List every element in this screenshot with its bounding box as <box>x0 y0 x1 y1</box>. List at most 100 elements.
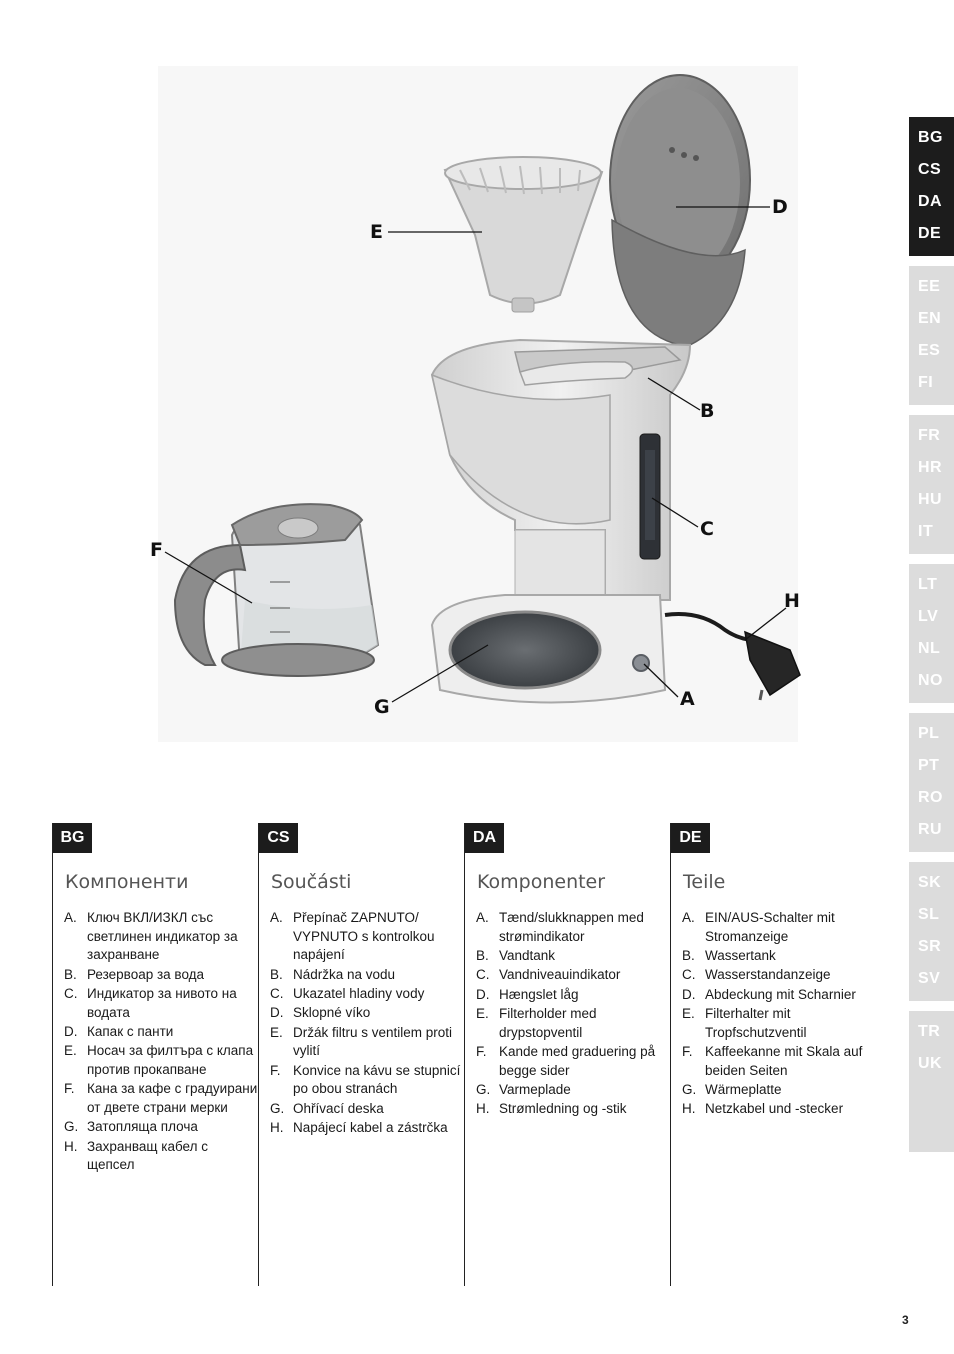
lang-tab-nl[interactable]: NL <box>918 640 941 657</box>
callout-f: F <box>150 539 163 561</box>
lang-tab-sl[interactable]: SL <box>918 906 940 923</box>
list-item: F. Kande med graduering på begge sider <box>476 1043 671 1080</box>
item-letter: G. <box>64 1119 79 1135</box>
item-text: Sklopné víko <box>293 1005 371 1021</box>
item-text: Hængslet låg <box>499 986 579 1002</box>
item-letter: B. <box>476 948 489 963</box>
hinged-lid <box>609 74 751 346</box>
item-letter: B. <box>682 948 695 963</box>
list-item: B. Wassertank <box>682 947 877 966</box>
list-item: E.Носач за филтъра с клапа против прокап… <box>64 1042 259 1079</box>
section-lang-badge: BG <box>53 823 92 853</box>
component-list: A.Ключ ВКЛ/ИЗКЛ със светлинен индикатор … <box>64 909 259 1176</box>
item-text: Kaffeekanne mit Skala auf beiden Seiten <box>705 1043 863 1078</box>
list-item: A.Ключ ВКЛ/ИЗКЛ със светлинен индикатор … <box>64 909 259 965</box>
list-item: D. Sklopné víko <box>270 1004 465 1023</box>
item-text: Ohřívací deska <box>293 1100 384 1116</box>
item-letter: D. <box>270 1005 284 1021</box>
lang-tab-uk[interactable]: UK <box>918 1055 943 1072</box>
page-number: 3 <box>902 1313 909 1327</box>
item-text: Konvice na kávu se stupnicí po obou stra… <box>293 1062 461 1097</box>
item-text: Ключ ВКЛ/ИЗКЛ със светлинен индикатор за… <box>87 910 238 963</box>
section-title: Teile <box>683 871 726 893</box>
lang-group-5: PL PT RO RU <box>909 713 954 852</box>
list-item: E.Držák filtru s ventilem proti vylití <box>270 1024 465 1061</box>
list-item: D.Abdeckung mit Scharnier <box>682 986 877 1005</box>
item-letter: H. <box>270 1119 284 1135</box>
section-title: Součásti <box>271 871 352 893</box>
lang-tab-fr[interactable]: FR <box>918 427 941 444</box>
item-letter: A. <box>682 910 695 925</box>
lang-tab-cs[interactable]: CS <box>918 161 942 178</box>
list-item: D.Капак с панти <box>64 1023 259 1042</box>
lang-tab-es[interactable]: ES <box>918 342 941 359</box>
lang-tab-sv[interactable]: SV <box>918 970 941 987</box>
callout-h: H <box>784 590 800 612</box>
callout-c: C <box>700 518 714 540</box>
item-letter: E. <box>476 1005 489 1021</box>
item-text: Wassertank <box>705 948 776 963</box>
section-title: Komponenter <box>477 871 606 893</box>
item-text: Kande med graduering på begge sider <box>499 1043 656 1078</box>
section-de: DE Teile A.EIN/AUS-Schalter mit Stromanz… <box>670 823 876 1286</box>
lang-tab-it[interactable]: IT <box>918 523 934 540</box>
item-letter: F. <box>682 1043 693 1059</box>
list-item: B.Резервоар за вода <box>64 966 259 985</box>
item-letter: F. <box>64 1081 75 1097</box>
item-letter: B. <box>270 966 283 982</box>
lang-tab-fi[interactable]: FI <box>918 374 934 391</box>
item-letter: G. <box>682 1081 697 1097</box>
lang-group-1: BG CS DA DE <box>909 117 954 256</box>
item-text: Filterhalter mit Tropfschutzventil <box>705 1005 807 1040</box>
item-text: EIN/AUS-Schalter mit Stromanzeige <box>705 910 835 944</box>
lang-tab-sr[interactable]: SR <box>918 938 942 955</box>
list-item: F.Konvice na kávu se stupnicí po obou st… <box>270 1062 465 1099</box>
list-item: H.Netzkabel und -stecker <box>682 1100 877 1119</box>
list-item: G.Varmeplade <box>476 1081 671 1100</box>
lang-tab-lt[interactable]: LT <box>918 576 938 593</box>
lang-tab-en[interactable]: EN <box>918 310 942 327</box>
lang-tab-ro[interactable]: RO <box>918 789 943 806</box>
list-item: C.Ukazatel hladiny vody <box>270 985 465 1004</box>
lang-tab-da[interactable]: DA <box>918 193 943 210</box>
lang-tab-bg[interactable]: BG <box>918 129 943 146</box>
list-item: A. EIN/AUS-Schalter mit Stromanzeige <box>682 909 877 946</box>
list-item: F.Кана за кафе с градуирани от двете стр… <box>64 1080 259 1117</box>
lang-tab-no[interactable]: NO <box>918 672 943 689</box>
item-letter: D. <box>682 986 696 1002</box>
item-text: Wärmeplatte <box>705 1081 782 1097</box>
item-letter: H. <box>64 1138 78 1154</box>
item-text: Капак с панти <box>87 1024 174 1039</box>
lang-tab-lv[interactable]: LV <box>918 608 939 625</box>
item-letter: G. <box>476 1081 491 1097</box>
lang-tab-sk[interactable]: SK <box>918 874 942 891</box>
item-text: Přepínač ZAPNUTO/ VYPNUTO s kontrolkou n… <box>293 910 435 963</box>
item-text: Резервоар за вода <box>87 966 205 982</box>
component-list: A. EIN/AUS-Schalter mit Stromanzeige B. Wa… <box>682 909 877 1119</box>
item-letter: F. <box>476 1043 487 1059</box>
lang-tab-hu[interactable]: HU <box>918 491 943 508</box>
item-text: Nádržka na vodu <box>293 966 396 982</box>
callout-e: E <box>370 221 383 243</box>
item-letter: G. <box>270 1100 285 1116</box>
lang-tab-ru[interactable]: RU <box>918 821 943 838</box>
lang-tab-de[interactable]: DE <box>918 225 942 242</box>
callout-a: A <box>680 688 695 710</box>
item-text: Vandtank <box>499 948 556 963</box>
lang-tab-tr[interactable]: TR <box>918 1023 941 1040</box>
lang-group-6: SK SL SR SV <box>909 862 954 1001</box>
item-letter: E. <box>270 1024 283 1040</box>
lang-tab-pl[interactable]: PL <box>918 725 940 742</box>
coffee-maker-illustration <box>158 66 801 742</box>
item-letter: A. <box>270 910 283 925</box>
item-letter: C. <box>270 986 284 1001</box>
lang-tab-hr[interactable]: HR <box>918 459 943 476</box>
section-da: DA Komponenter A.Tænd/slukknappen med st… <box>464 823 670 1286</box>
lang-tab-ee[interactable]: EE <box>918 278 941 295</box>
list-item: C.Vandniveauindikator <box>476 966 671 985</box>
lang-tab-pt[interactable]: PT <box>918 757 940 774</box>
callout-g: G <box>374 696 390 718</box>
callout-d: D <box>772 196 788 218</box>
item-text: Vandniveauindikator <box>499 967 621 983</box>
component-list: A.Tænd/slukknappen med strømindikator B.… <box>476 909 671 1119</box>
